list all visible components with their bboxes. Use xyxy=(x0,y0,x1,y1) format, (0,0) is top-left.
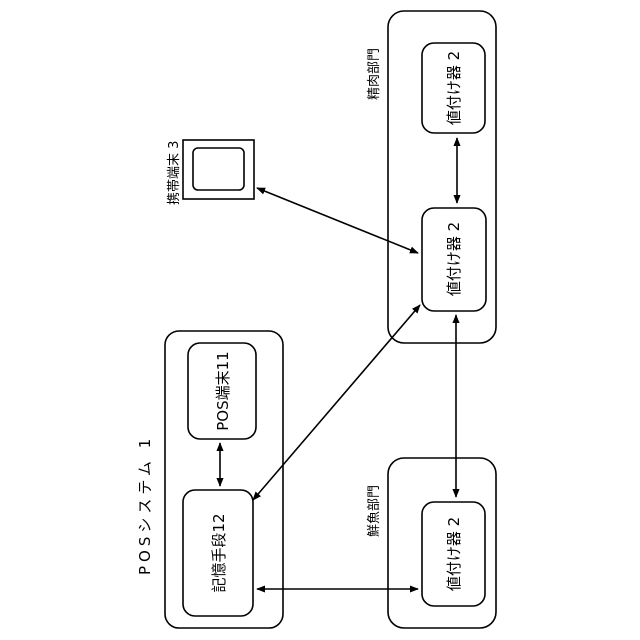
fish-pricer-label: 値付け器 2 xyxy=(445,517,463,591)
meat-pricer-main-label: 値付け器 2 xyxy=(445,222,463,296)
pos-system-title: POSシステム 1 xyxy=(136,435,154,575)
mobile-terminal-group: 携帯端末 3 xyxy=(166,140,254,205)
fish-department-title: 鮮魚部門 xyxy=(367,485,382,537)
fish-department-group: 鮮魚部門 値付け器 2 xyxy=(367,458,496,628)
mobile-terminal-label: 携帯端末 3 xyxy=(166,141,182,205)
storage-label: 記憶手段12 xyxy=(210,513,228,592)
meat-department-group: 精肉部門 値付け器 2 値付け器 2 xyxy=(367,11,496,343)
pos-system-group: POSシステム 1 POS端末11 記憶手段12 xyxy=(136,331,283,628)
pos-terminal-label: POS端末11 xyxy=(214,351,232,430)
meat-pricer-top-label: 値付け器 2 xyxy=(445,51,463,125)
mobile-terminal-screen xyxy=(193,148,244,190)
meat-department-title: 精肉部門 xyxy=(367,48,382,100)
